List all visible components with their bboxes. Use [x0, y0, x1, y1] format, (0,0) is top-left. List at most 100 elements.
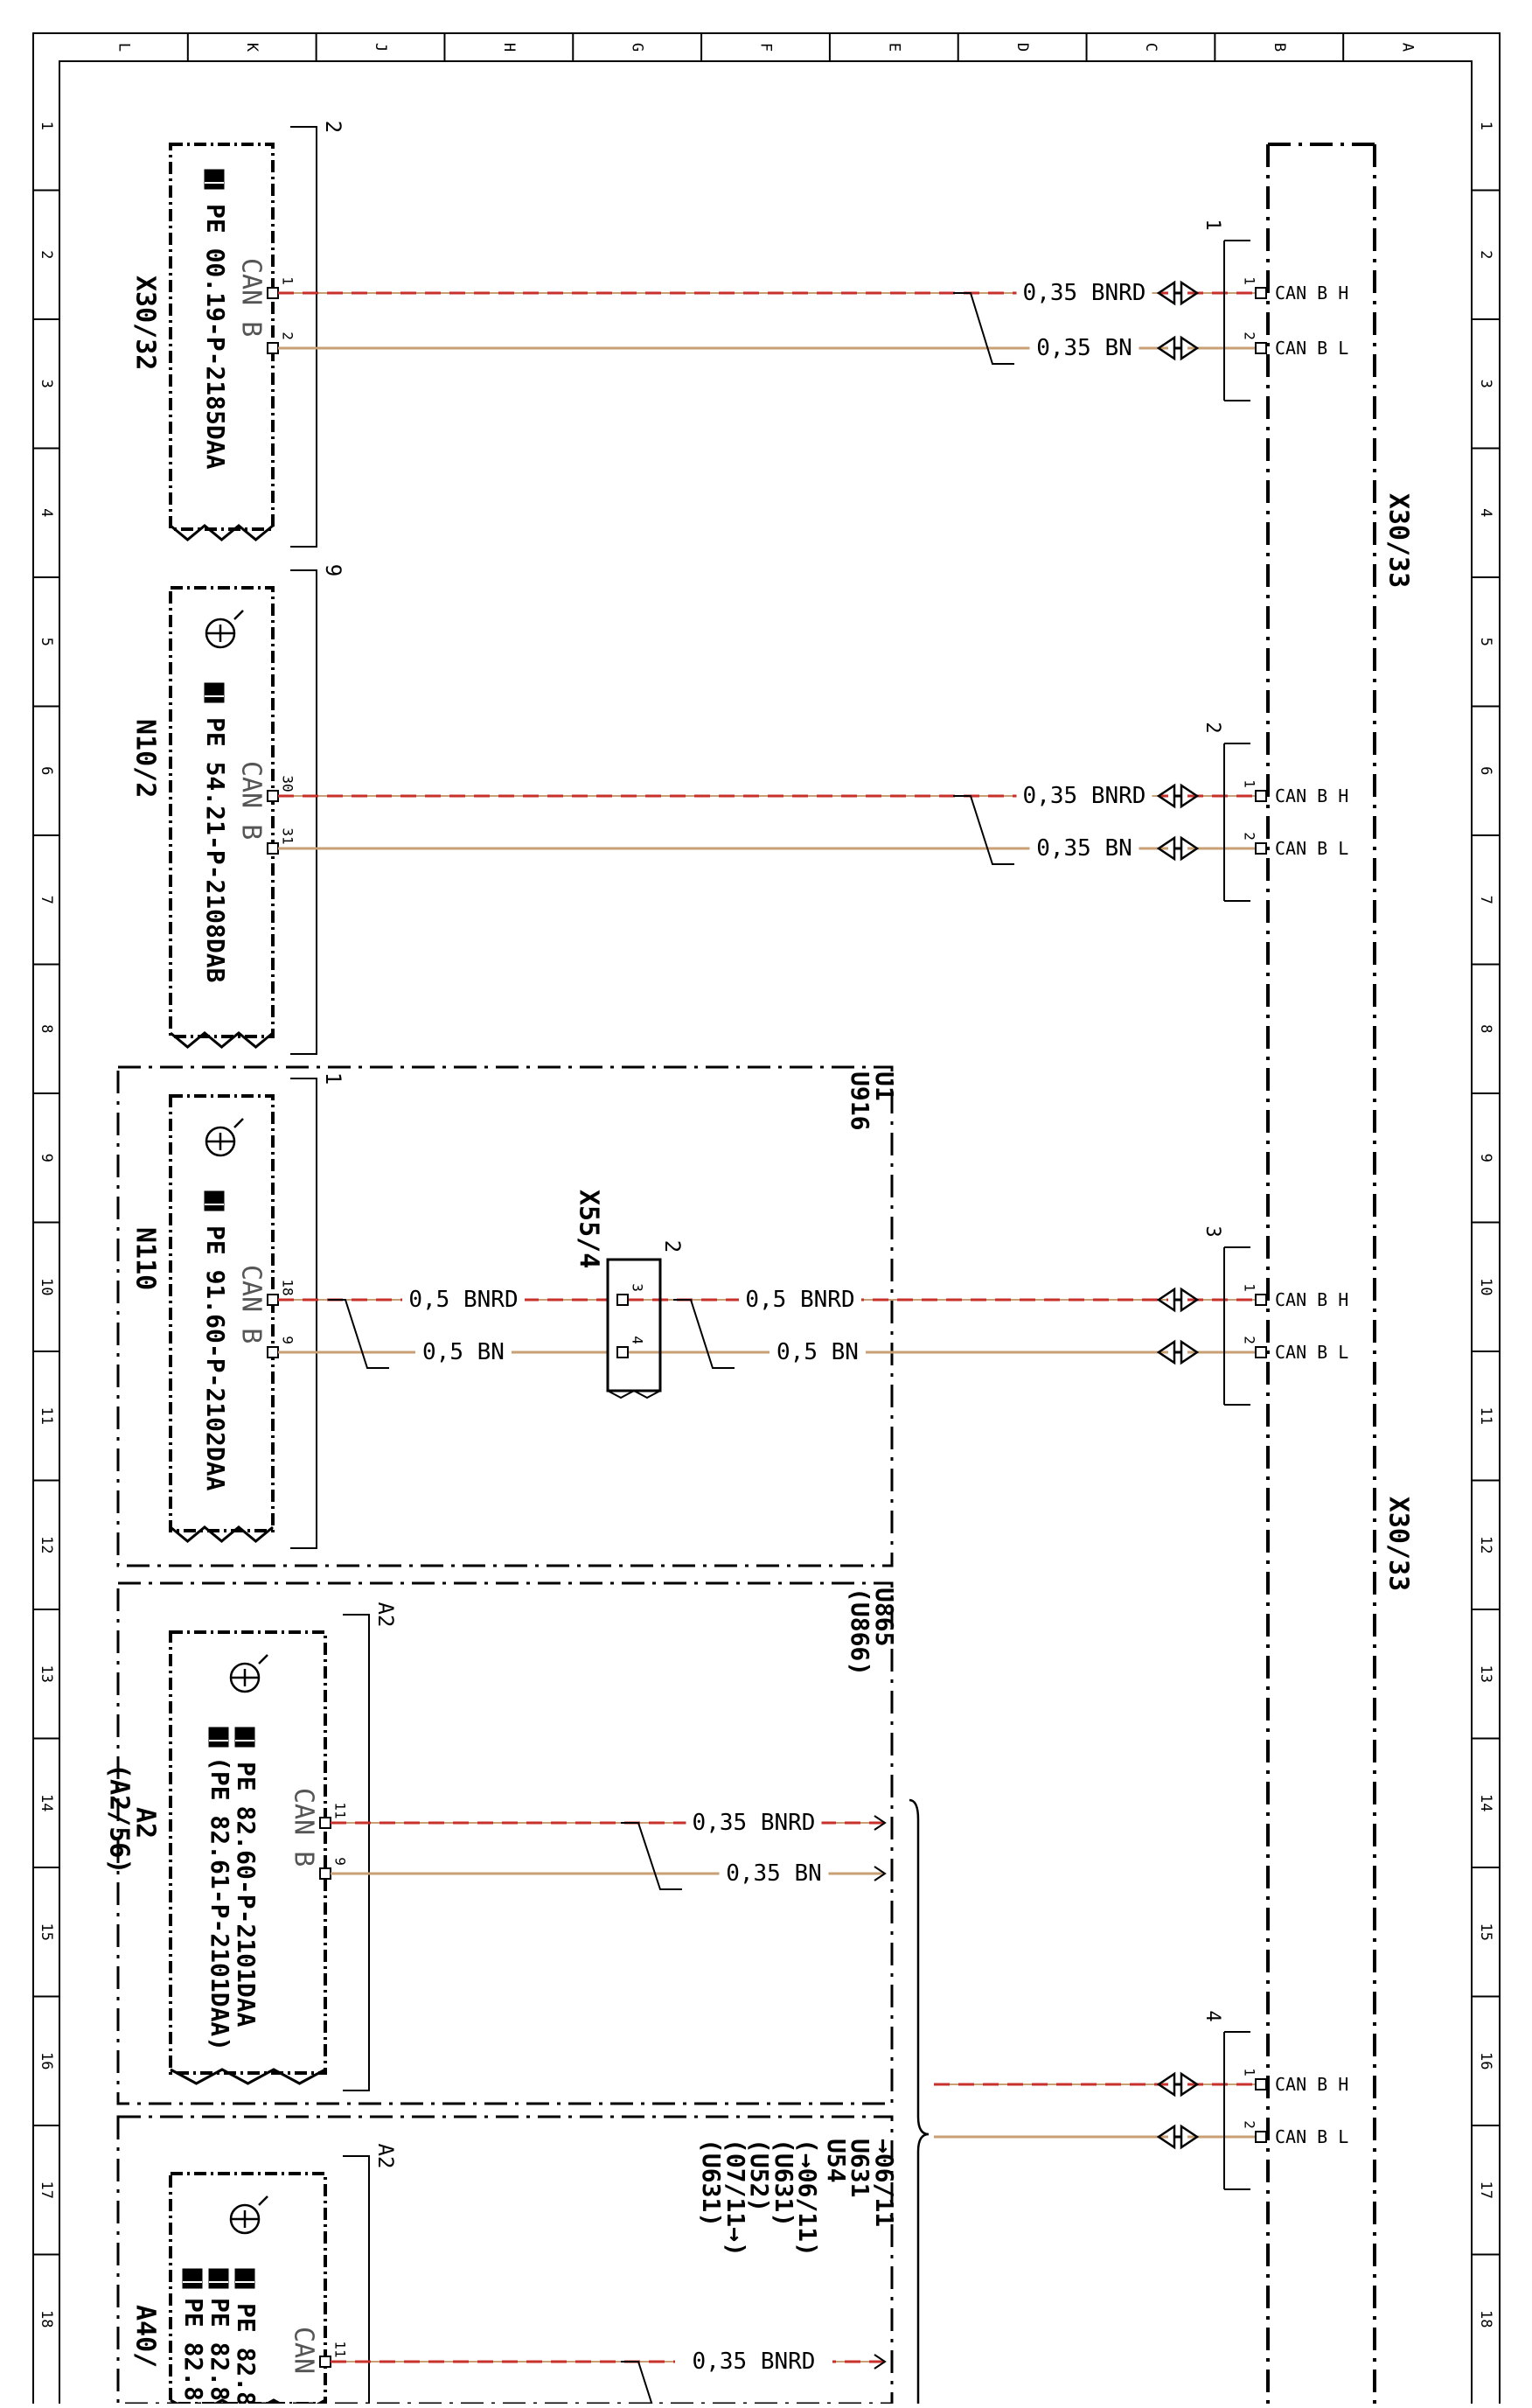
connector-pin-number: 9 — [332, 1857, 349, 1866]
connector-pair-icon — [1156, 2071, 1200, 2097]
hand-icon-body — [204, 169, 225, 190]
manual-reference-icon — [204, 1190, 225, 1211]
frame-column-label: F — [757, 43, 775, 52]
frame-column-label: G — [629, 43, 646, 52]
frame-row-label-right: 1 — [1477, 122, 1494, 130]
frame-column-label: K — [243, 43, 261, 52]
bus-pin-terminal — [1255, 1346, 1267, 1358]
wire-label-bg — [719, 1858, 829, 1889]
hand-icon-body — [208, 1727, 229, 1748]
connector-tag: 2 — [321, 121, 345, 133]
wire-label: 0,5 BN — [776, 1339, 859, 1365]
frame-row-label-right: 13 — [1477, 1665, 1494, 1683]
connector-open-end — [170, 1031, 274, 1049]
frame-row-label-right: 3 — [1477, 380, 1494, 388]
connector-pin-terminal — [267, 287, 279, 299]
frame-row-label-right: 16 — [1477, 2052, 1494, 2069]
variant-codes-u3: →06/11U631U54(→06/11)(U631)(U52)(07/11→)… — [697, 2139, 899, 2257]
wire-label: 0,5 BN — [422, 1339, 505, 1365]
frame-column-label: C — [1142, 43, 1159, 52]
frame-column-label: D — [1013, 43, 1031, 52]
variant-code: U865 — [870, 1588, 899, 1646]
wire-label-bg — [402, 1284, 525, 1316]
frame-row-label-right: 4 — [1477, 508, 1494, 517]
hand-icon-body — [204, 682, 225, 703]
connector-bus-label: CAN B — [236, 258, 267, 337]
connector-id: N10/2 — [130, 719, 161, 798]
connector-pair-icon — [1156, 835, 1200, 862]
bus-pin-number: 1 — [1242, 779, 1258, 788]
frame-row-label-right: 9 — [1477, 1154, 1494, 1162]
bus-pin-terminal — [1255, 842, 1267, 855]
twisted-pair-mark — [621, 1822, 682, 1890]
bus-pin-number: 2 — [1242, 832, 1258, 841]
frame-row-label-left: 11 — [38, 1407, 55, 1425]
frame-row-label-left: 10 — [38, 1278, 55, 1295]
connector-open-end — [170, 2068, 326, 2085]
ground-tick — [233, 1118, 244, 1128]
connector-pair-icon — [1156, 1287, 1200, 1313]
connector-tag: A2 — [373, 1602, 398, 1628]
connector-pin-terminal — [319, 1867, 331, 1880]
frame-row-label-right: 18 — [1477, 2310, 1494, 2328]
frame-row-label-right: 7 — [1477, 896, 1494, 904]
frame-row-label-right: 8 — [1477, 1024, 1494, 1033]
frame-column-label: B — [1271, 43, 1288, 52]
frame-row-label-left: 6 — [38, 766, 55, 775]
frame-column-label: A — [1399, 43, 1417, 52]
variant-code: (→06/11) — [793, 2139, 822, 2257]
connector-pin-terminal — [267, 342, 279, 354]
connector-open-end — [170, 1525, 274, 1543]
variant-frame — [116, 1581, 894, 2105]
variant-code: (U866) — [846, 1588, 874, 1676]
variant-code: U631 — [846, 2139, 874, 2197]
connector-ref: PE 82.8 — [232, 2303, 261, 2404]
connector-id: A2 — [130, 1807, 161, 1839]
connector-pin-number: 9 — [280, 1336, 296, 1344]
wire-label-bg — [415, 1337, 512, 1368]
connector-id: A40/ — [130, 2305, 161, 2368]
frame-row-label-left: 13 — [38, 1665, 55, 1683]
twisted-pair-mark — [328, 1299, 389, 1369]
ground-symbol — [205, 1118, 244, 1157]
connector-pin-terminal — [319, 2356, 331, 2368]
frame-row-label-left: 12 — [38, 1536, 55, 1553]
connector-bracket — [343, 2155, 370, 2408]
hand-icon-body — [234, 1727, 255, 1748]
twisted-pair-mark — [621, 2361, 655, 2408]
splice-pin-number: 3 — [630, 1283, 646, 1292]
frame-row-label-left: 5 — [38, 638, 55, 646]
wire-label: 0,5 BNRD — [745, 1287, 854, 1313]
wire-label-bg — [739, 1284, 861, 1316]
frame-row-label-left: 7 — [38, 896, 55, 904]
connector-pair-icon — [1156, 783, 1200, 809]
bus-pin-number: 1 — [1242, 2068, 1258, 2076]
bus-pin-number: 1 — [1242, 276, 1258, 285]
frame-row-label-left: 9 — [38, 1154, 55, 1162]
frame-row-label-left: 2 — [38, 250, 55, 259]
bus-pin-label: CAN B L — [1275, 338, 1348, 359]
frame-column-label: L — [115, 43, 132, 52]
frame-row-label-right: 10 — [1477, 1278, 1494, 1295]
connector-bus-label: CAN B — [289, 1788, 319, 1867]
bus-pin-number: 2 — [1242, 1336, 1258, 1344]
frame-row-label-right: 15 — [1477, 1923, 1494, 1941]
wire-label-bg — [686, 1807, 822, 1839]
bus-pin-label: CAN B H — [1275, 785, 1348, 806]
bus-pin-number: 1 — [1242, 1283, 1258, 1292]
wire-label-bg — [1029, 833, 1139, 864]
splice-open-end — [607, 1389, 661, 1399]
connector-pair-icon — [1156, 2124, 1200, 2150]
variant-code: U1 — [870, 1071, 899, 1101]
connector-pin-number: 2 — [280, 332, 296, 340]
connector-pin-terminal — [267, 842, 279, 855]
bus-group-number: 2 — [1201, 722, 1223, 733]
connector-pin-number: 18 — [280, 1279, 296, 1295]
connector-pin-number: 30 — [280, 775, 296, 792]
wire-label-bg — [1016, 277, 1152, 309]
